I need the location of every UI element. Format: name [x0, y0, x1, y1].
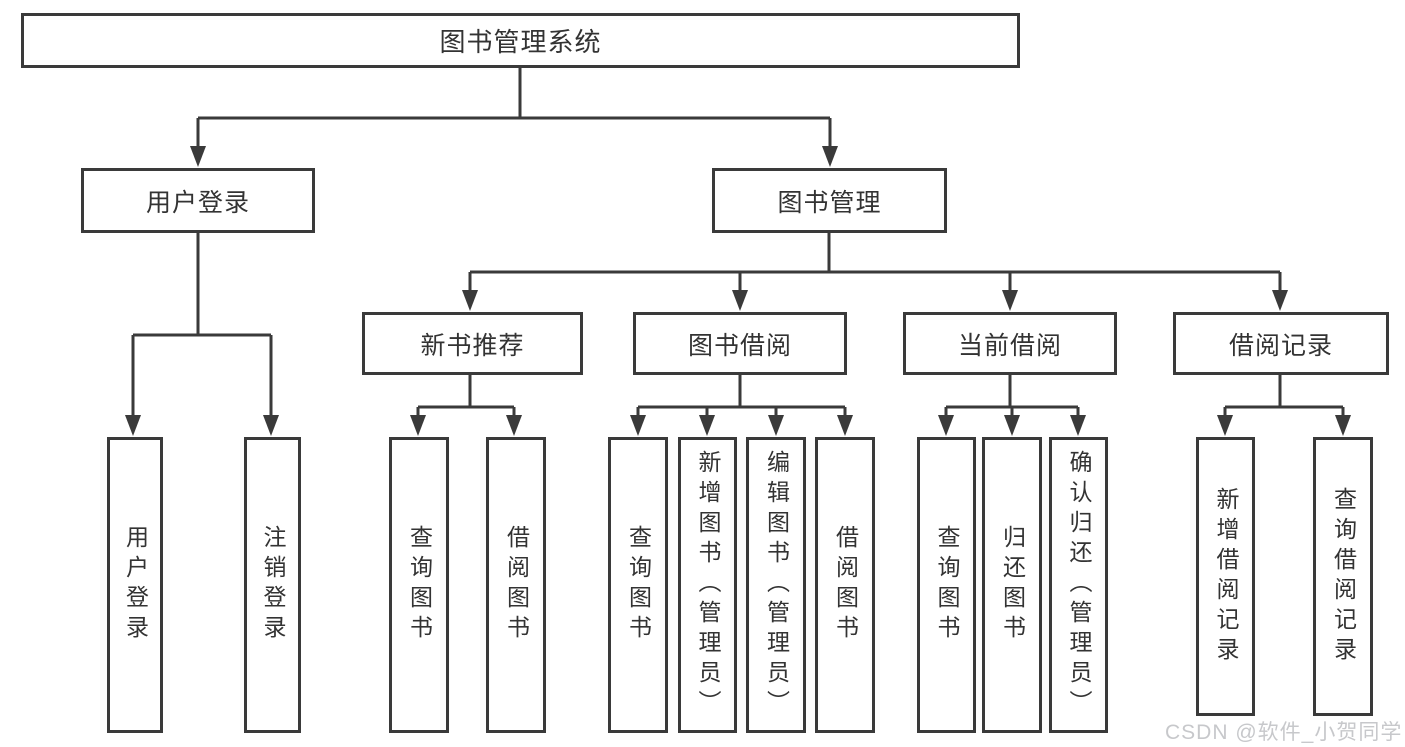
node-borrow-records: 借阅记录 [1173, 312, 1389, 375]
leaf-borrow-books: 借阅图书 [815, 437, 875, 733]
arrow-down-icon [462, 290, 478, 311]
leaf-label: 查询图书 [406, 525, 433, 645]
leaf-user-login: 用户登录 [107, 437, 163, 733]
leaf-label: 编辑图书（管理员） [763, 450, 790, 720]
leaf-label: 借阅图书 [832, 525, 859, 645]
leaf-query-books: 查询图书 [917, 437, 976, 733]
leaf-label: 新增借阅记录 [1213, 486, 1239, 667]
node-user-login: 用户登录 [81, 168, 315, 233]
leaf-label: 查询图书 [934, 525, 960, 645]
leaf-query-books: 查询图书 [389, 437, 449, 733]
node-new-book-recommend: 新书推荐 [362, 312, 583, 375]
connector-login-to-leaves [131, 233, 273, 416]
arrow-down-icon [1002, 290, 1018, 311]
arrow-down-icon [125, 415, 141, 436]
arrow-down-icon [822, 146, 838, 167]
leaf-logout: 注销登录 [244, 437, 301, 733]
leaf-return-book: 归还图书 [982, 437, 1042, 733]
connector-group3-to-leaves [1223, 375, 1345, 416]
connector-mgmt-to-level3 [468, 233, 1282, 291]
leaf-label: 归还图书 [999, 525, 1026, 645]
node-current-borrow: 当前借阅 [903, 312, 1117, 375]
arrow-down-icon [768, 415, 784, 436]
leaf-label: 用户登录 [122, 525, 149, 645]
leaf-borrow-books: 借阅图书 [486, 437, 546, 733]
connector-group1-to-leaves [636, 375, 847, 416]
arrow-down-icon [410, 415, 426, 436]
arrow-down-icon [506, 415, 522, 436]
arrow-down-icon [630, 415, 646, 436]
arrow-down-icon [699, 415, 715, 436]
leaf-label: 新增图书（管理员） [695, 450, 721, 720]
arrow-down-icon [1070, 415, 1086, 436]
arrow-down-icon [1217, 415, 1233, 436]
connector-group2-to-leaves [944, 375, 1080, 416]
leaf-add-book-admin: 新增图书（管理员） [678, 437, 737, 733]
leaf-query-borrow-record: 查询借阅记录 [1313, 437, 1373, 716]
arrow-down-icon [263, 415, 279, 436]
connector-group0-to-leaves [416, 375, 516, 416]
leaf-label: 借阅图书 [503, 525, 530, 645]
node-book-borrow: 图书借阅 [633, 312, 847, 375]
leaf-confirm-return-admin: 确认归还（管理员） [1049, 437, 1108, 733]
arrow-down-icon [1272, 290, 1288, 311]
arrow-down-icon [938, 415, 954, 436]
arrow-down-icon [190, 146, 206, 167]
arrow-down-icon [837, 415, 853, 436]
leaf-edit-book-admin: 编辑图书（管理员） [746, 437, 806, 733]
connector-root-to-level2 [196, 68, 832, 147]
leaf-label: 查询借阅记录 [1330, 486, 1357, 667]
arrowheads [125, 146, 1351, 436]
leaf-add-borrow-record: 新增借阅记录 [1196, 437, 1255, 716]
node-book-management: 图书管理 [712, 168, 947, 233]
csdn-watermark: CSDN @软件_小贺同学 [1165, 721, 1403, 744]
leaf-label: 确认归还（管理员） [1066, 450, 1092, 720]
arrow-down-icon [1335, 415, 1351, 436]
leaf-label: 查询图书 [625, 525, 652, 645]
leaf-label: 注销登录 [260, 525, 286, 645]
leaf-query-books: 查询图书 [608, 437, 668, 733]
arrow-down-icon [1004, 415, 1020, 436]
arrow-down-icon [732, 290, 748, 311]
node-root: 图书管理系统 [21, 13, 1020, 68]
